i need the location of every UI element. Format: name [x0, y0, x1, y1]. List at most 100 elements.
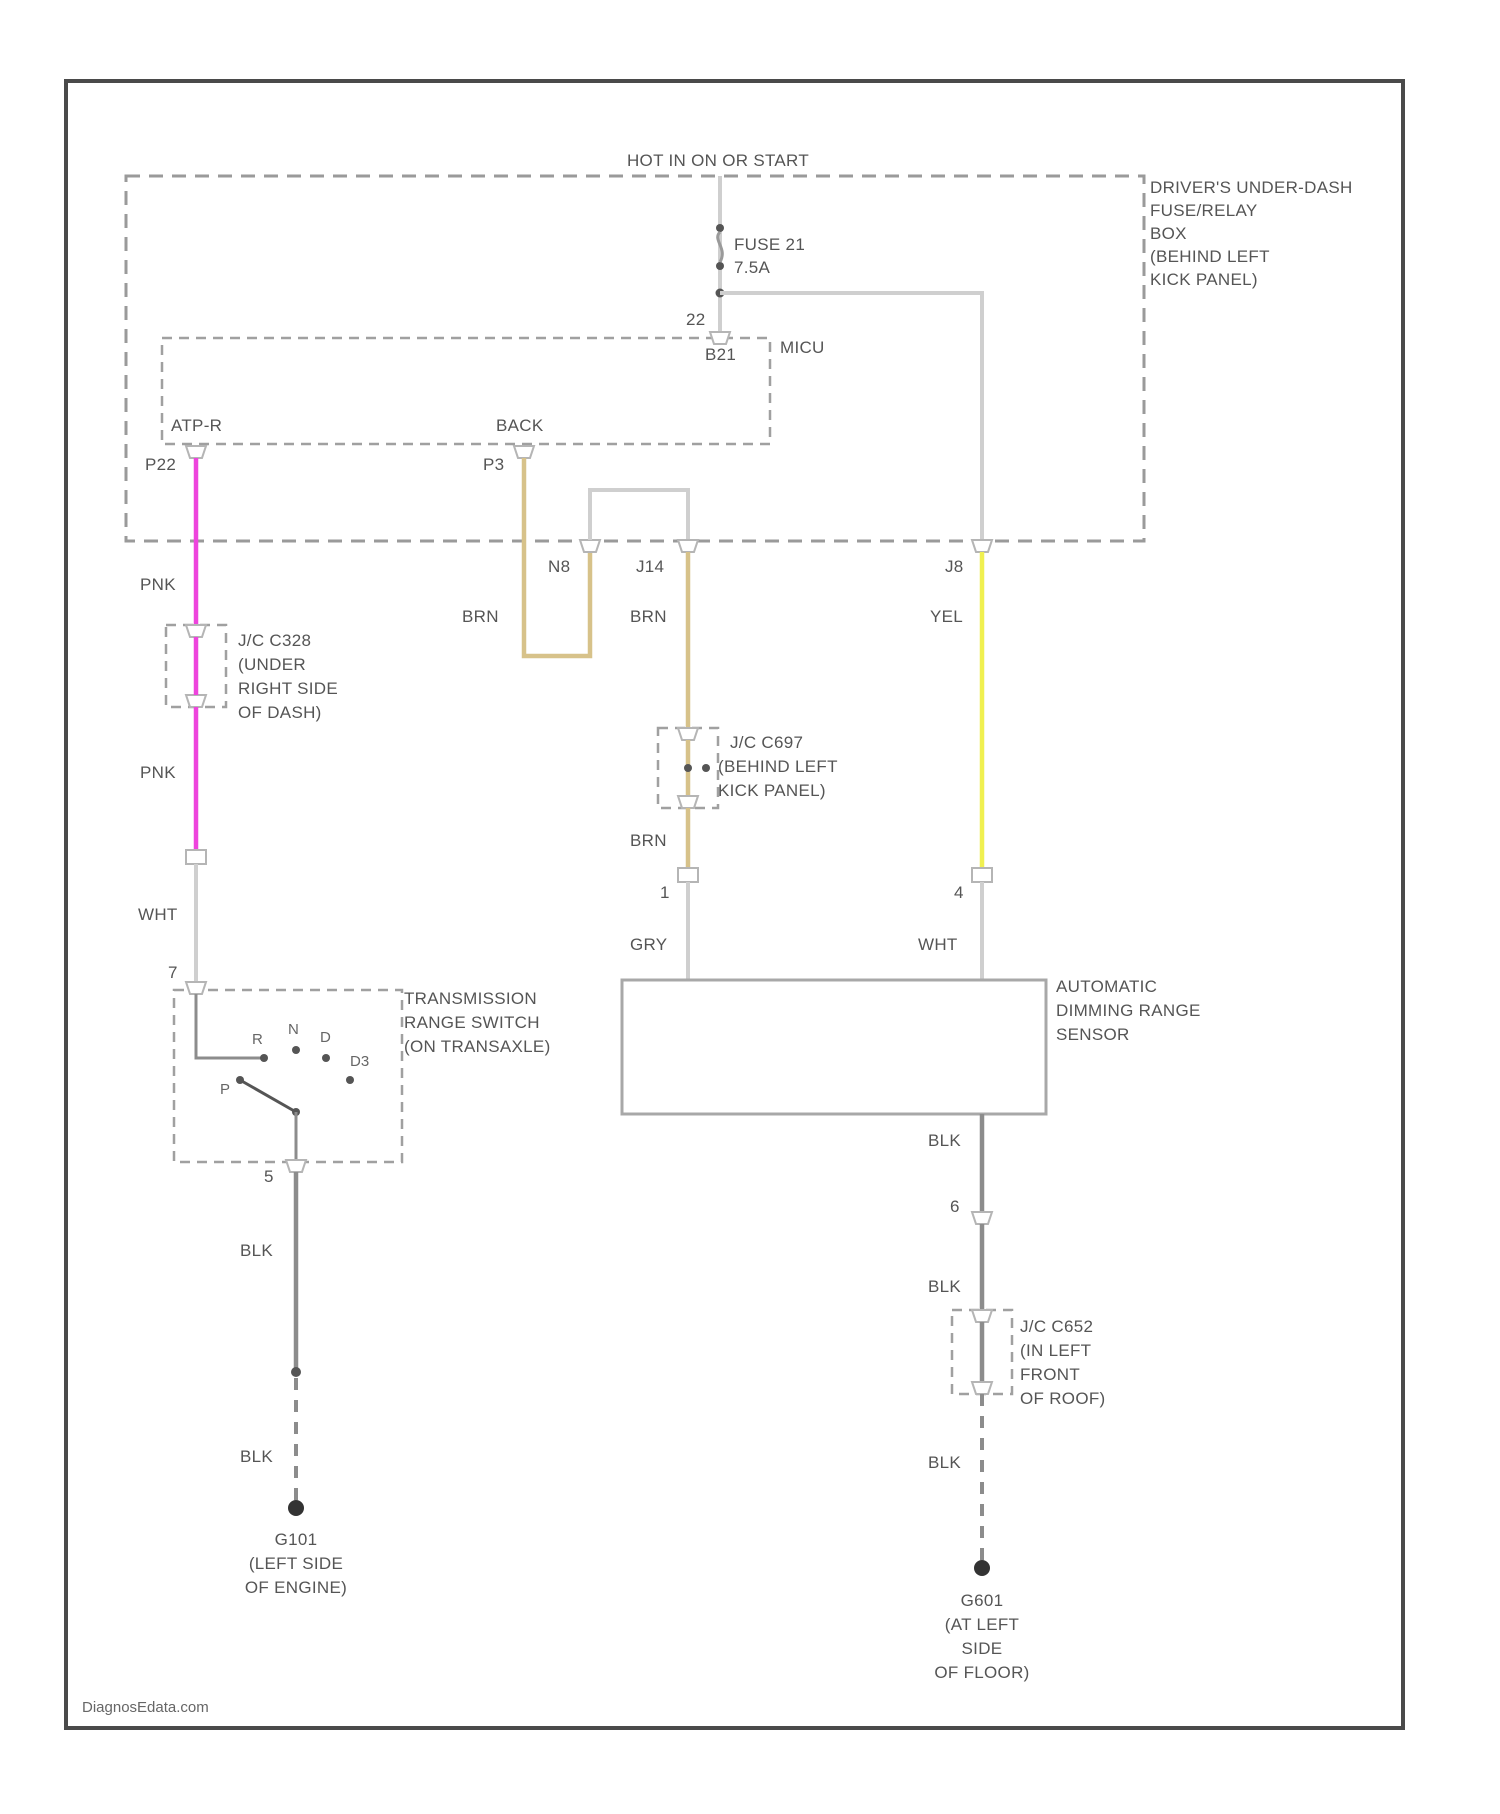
wire-blk-right-mid-label: BLK — [928, 1277, 961, 1296]
ground-left-label-1: G101 — [275, 1530, 318, 1549]
jc-c697-label-2: (BEHIND LEFT — [718, 757, 838, 776]
ground-left-label-2: (LEFT SIDE — [249, 1554, 343, 1573]
j14-label: J14 — [636, 557, 664, 576]
n8-label: N8 — [548, 557, 570, 576]
auto-dimming-sensor-box — [622, 980, 1046, 1114]
wire-blk-left-bottom-label: BLK — [240, 1447, 273, 1466]
jc-c652-connector-bottom — [972, 1382, 992, 1394]
jc-c652-label-3: FRONT — [1020, 1365, 1080, 1384]
p22-connector — [186, 446, 206, 458]
ground-right-label-1: G601 — [961, 1591, 1004, 1610]
wire-blk-left-top-label: BLK — [240, 1241, 273, 1260]
jc-c652-connector-top — [972, 1310, 992, 1322]
wire-blk-right-bottom-label: BLK — [928, 1453, 961, 1472]
trans-pos-d: D — [320, 1029, 331, 1046]
wire-brn-mid-label: BRN — [630, 607, 667, 626]
jc-c652-label-2: (IN LEFT — [1020, 1341, 1091, 1360]
ground-left-symbol — [288, 1500, 304, 1516]
jc-c652-label-4: OF ROOF) — [1020, 1389, 1106, 1408]
fuse-box-label-3: BOX — [1150, 224, 1187, 243]
jc-c328-label-1: J/C C328 — [238, 631, 311, 650]
jc-c328-label-3: RIGHT SIDE — [238, 679, 338, 698]
jc-c697-splice-right — [702, 764, 710, 772]
pnk-wht-connector — [186, 850, 206, 864]
micu-connector-b21 — [710, 332, 730, 344]
trans-switch-connector-bottom — [286, 1160, 306, 1172]
j8-label: J8 — [945, 557, 964, 576]
fuse-box-label-2: FUSE/RELAY — [1150, 201, 1258, 220]
yel-wht-connector — [972, 868, 992, 882]
sensor-pin-right: 4 — [954, 883, 964, 902]
jc-c697-splice-left — [684, 764, 692, 772]
p3-terminal-label: P3 — [483, 455, 504, 474]
trans-switch-label-2: RANGE SWITCH — [404, 1013, 540, 1032]
micu-outline — [162, 338, 770, 444]
jc-c328-label-4: OF DASH) — [238, 703, 322, 722]
trans-pos-n: N — [288, 1021, 299, 1038]
trans-switch-arm — [240, 1080, 296, 1112]
jc-c697-label-3: KICK PANEL) — [718, 781, 826, 800]
power-hot-label: HOT IN ON OR START — [627, 151, 809, 170]
sensor-label-3: SENSOR — [1056, 1025, 1130, 1044]
jc-c328-connector-bottom — [186, 695, 206, 707]
jc-c652-label-1: J/C C652 — [1020, 1317, 1093, 1336]
wire-n8-to-j14-bridge — [590, 490, 688, 540]
trans-contact-r — [260, 1054, 268, 1062]
sensor-label-2: DIMMING RANGE — [1056, 1001, 1201, 1020]
jc-c697-label-1: J/C C697 — [730, 733, 803, 752]
jc-c697-connector-top — [678, 728, 698, 740]
j8-connector — [972, 540, 992, 552]
fuse-box-label-1: DRIVER'S UNDER-DASH — [1150, 178, 1353, 197]
diagram-frame — [66, 81, 1403, 1728]
trans-contact-n — [292, 1046, 300, 1054]
wire-blk-right-top-label: BLK — [928, 1131, 961, 1150]
sensor-pin-bottom: 6 — [950, 1197, 960, 1216]
wire-wht-left-label: WHT — [138, 905, 178, 924]
fuse-dot-top — [716, 224, 724, 232]
wire-brn-loop-label: BRN — [462, 607, 499, 626]
jc-c328-label-2: (UNDER — [238, 655, 306, 674]
fuse-relay-box-outline — [126, 176, 1144, 541]
wire-fuse-to-j8 — [720, 293, 982, 540]
ground-right-label-4: OF FLOOR) — [934, 1663, 1029, 1682]
wire-yel-label: YEL — [930, 607, 963, 626]
micu-label: MICU — [780, 338, 825, 357]
jc-c697-connector-bottom — [678, 796, 698, 808]
footer-watermark: DiagnosEdata.com — [82, 1699, 209, 1716]
ground-right-label-2: (AT LEFT — [945, 1615, 1020, 1634]
wire-pnk-top-label: PNK — [140, 575, 176, 594]
trans-switch-internal-wire — [196, 994, 262, 1058]
ground-right-symbol — [974, 1560, 990, 1576]
trans-pos-d3: D3 — [350, 1053, 369, 1070]
trans-switch-connector-top — [186, 982, 206, 994]
trans-switch-label-1: TRANSMISSION — [404, 989, 537, 1008]
trans-contact-d — [322, 1054, 330, 1062]
trans-switch-label-3: (ON TRANSAXLE) — [404, 1037, 551, 1056]
n8-connector — [580, 540, 600, 552]
j14-connector — [678, 540, 698, 552]
jc-c328-connector-top — [186, 625, 206, 637]
fuse-terminal-top: 22 — [686, 310, 706, 329]
trans-contact-d3 — [346, 1076, 354, 1084]
blk-left-splice-dot — [291, 1367, 301, 1377]
trans-pos-r: R — [252, 1031, 263, 1048]
sensor-ground-connector — [972, 1212, 992, 1224]
brn-gry-connector — [678, 868, 698, 882]
wire-pnk-bottom-label: PNK — [140, 763, 176, 782]
sensor-label-1: AUTOMATIC — [1056, 977, 1157, 996]
p22-terminal-label: P22 — [145, 455, 176, 474]
fuse-box-label-4: (BEHIND LEFT — [1150, 247, 1270, 266]
trans-switch-outline — [174, 990, 402, 1162]
p3-connector — [514, 446, 534, 458]
fuse-rating: 7.5A — [734, 258, 771, 277]
micu-drive-label: ATP-R — [171, 416, 222, 435]
ground-left-label-3: OF ENGINE) — [245, 1578, 347, 1597]
fuse-label: FUSE 21 — [734, 235, 805, 254]
fuse-dot-bottom — [716, 262, 724, 270]
trans-switch-pin-top: 7 — [168, 963, 178, 982]
ground-right-label-3: SIDE — [962, 1639, 1003, 1658]
wire-gry-label: GRY — [630, 935, 667, 954]
trans-pos-p: P — [220, 1081, 230, 1098]
fuse-box-label-5: KICK PANEL) — [1150, 270, 1258, 289]
